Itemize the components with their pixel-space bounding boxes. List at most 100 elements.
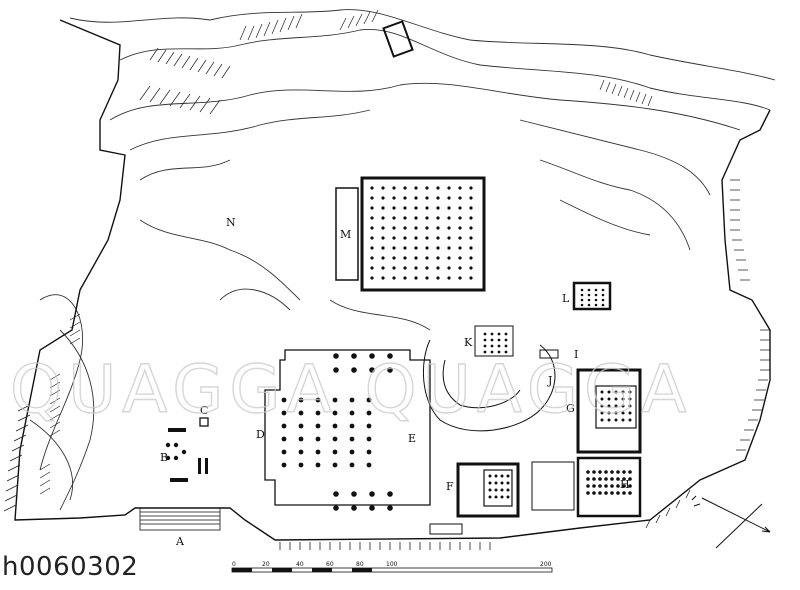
column-base: [351, 353, 357, 359]
column-base: [586, 470, 590, 474]
column-base: [598, 470, 602, 474]
label-g: G: [566, 402, 575, 415]
column-base: [333, 367, 339, 373]
column-base: [369, 353, 375, 359]
column-base: [414, 196, 418, 200]
column-base: [425, 216, 429, 220]
column-base: [458, 266, 462, 270]
column-base: [628, 411, 632, 415]
label-i: I: [574, 348, 578, 361]
column-base: [436, 266, 440, 270]
column-base: [447, 256, 451, 260]
column-base: [604, 470, 608, 474]
column-base: [298, 410, 304, 416]
column-base: [622, 470, 626, 474]
column-base: [281, 462, 287, 468]
column-base: [594, 298, 598, 302]
palace-f: [456, 462, 520, 518]
column-base: [469, 206, 473, 210]
column-base: [333, 491, 339, 497]
column-base: [349, 436, 355, 442]
column-base: [281, 436, 287, 442]
column-base: [490, 344, 494, 348]
column-base: [504, 332, 508, 336]
column-base: [458, 256, 462, 260]
column-base: [381, 226, 385, 230]
column-base: [607, 411, 611, 415]
column-base: [381, 246, 385, 250]
column-base: [447, 186, 451, 190]
column-base: [414, 256, 418, 260]
column-base: [392, 196, 396, 200]
column-base: [469, 186, 473, 190]
column-base: [592, 491, 596, 495]
column-base: [494, 495, 498, 499]
column-base: [469, 256, 473, 260]
column-base: [458, 186, 462, 190]
column-base: [414, 216, 418, 220]
column-base: [483, 338, 487, 342]
column-base: [488, 481, 492, 485]
column-base: [586, 484, 590, 488]
column-base: [594, 303, 598, 307]
label-d: D: [256, 428, 265, 441]
column-base: [381, 206, 385, 210]
column-base: [381, 236, 385, 240]
column-base: [281, 397, 287, 403]
column-base: [504, 338, 508, 342]
column-base: [497, 344, 501, 348]
column-base: [469, 266, 473, 270]
column-base: [381, 216, 385, 220]
column-base: [621, 397, 625, 401]
minor-structures: [422, 339, 575, 535]
column-base: [483, 332, 487, 336]
column-base: [506, 495, 510, 499]
column-base: [333, 505, 339, 511]
column-base: [587, 298, 591, 302]
column-base: [621, 404, 625, 408]
scale-tick-60: 60: [326, 561, 334, 568]
column-base: [414, 186, 418, 190]
column-base: [621, 390, 625, 394]
column-base: [403, 196, 407, 200]
label-m: M: [340, 228, 351, 241]
label-f: F: [446, 480, 454, 493]
label-a: A: [175, 535, 185, 548]
structure-b: [165, 417, 209, 482]
column-base: [592, 484, 596, 488]
column-base: [414, 236, 418, 240]
column-base: [351, 491, 357, 497]
column-base: [594, 293, 598, 297]
column-base: [483, 344, 487, 348]
column-base: [414, 206, 418, 210]
column-base: [580, 293, 584, 297]
column-base: [403, 256, 407, 260]
column-base: [622, 477, 626, 481]
column-base: [298, 436, 304, 442]
column-base: [628, 397, 632, 401]
column-base: [349, 449, 355, 455]
column-base: [607, 390, 611, 394]
column-base: [598, 477, 602, 481]
label-b: B: [160, 451, 168, 464]
column-base: [403, 236, 407, 240]
column-base: [586, 477, 590, 481]
label-h: H: [620, 478, 630, 491]
column-base: [600, 390, 604, 394]
column-base: [369, 505, 375, 511]
hall-m: [335, 176, 486, 292]
column-base: [436, 246, 440, 250]
column-base: [587, 288, 591, 292]
column-base: [614, 418, 618, 422]
column-base: [298, 423, 304, 429]
column-base: [587, 293, 591, 297]
column-base: [586, 491, 590, 495]
label-e: E: [408, 432, 416, 445]
column-base: [387, 367, 393, 373]
column-base: [601, 303, 605, 307]
scale-tick-80: 80: [356, 561, 364, 568]
column-base: [349, 397, 355, 403]
column-base: [315, 410, 321, 416]
building-k: [474, 325, 514, 357]
